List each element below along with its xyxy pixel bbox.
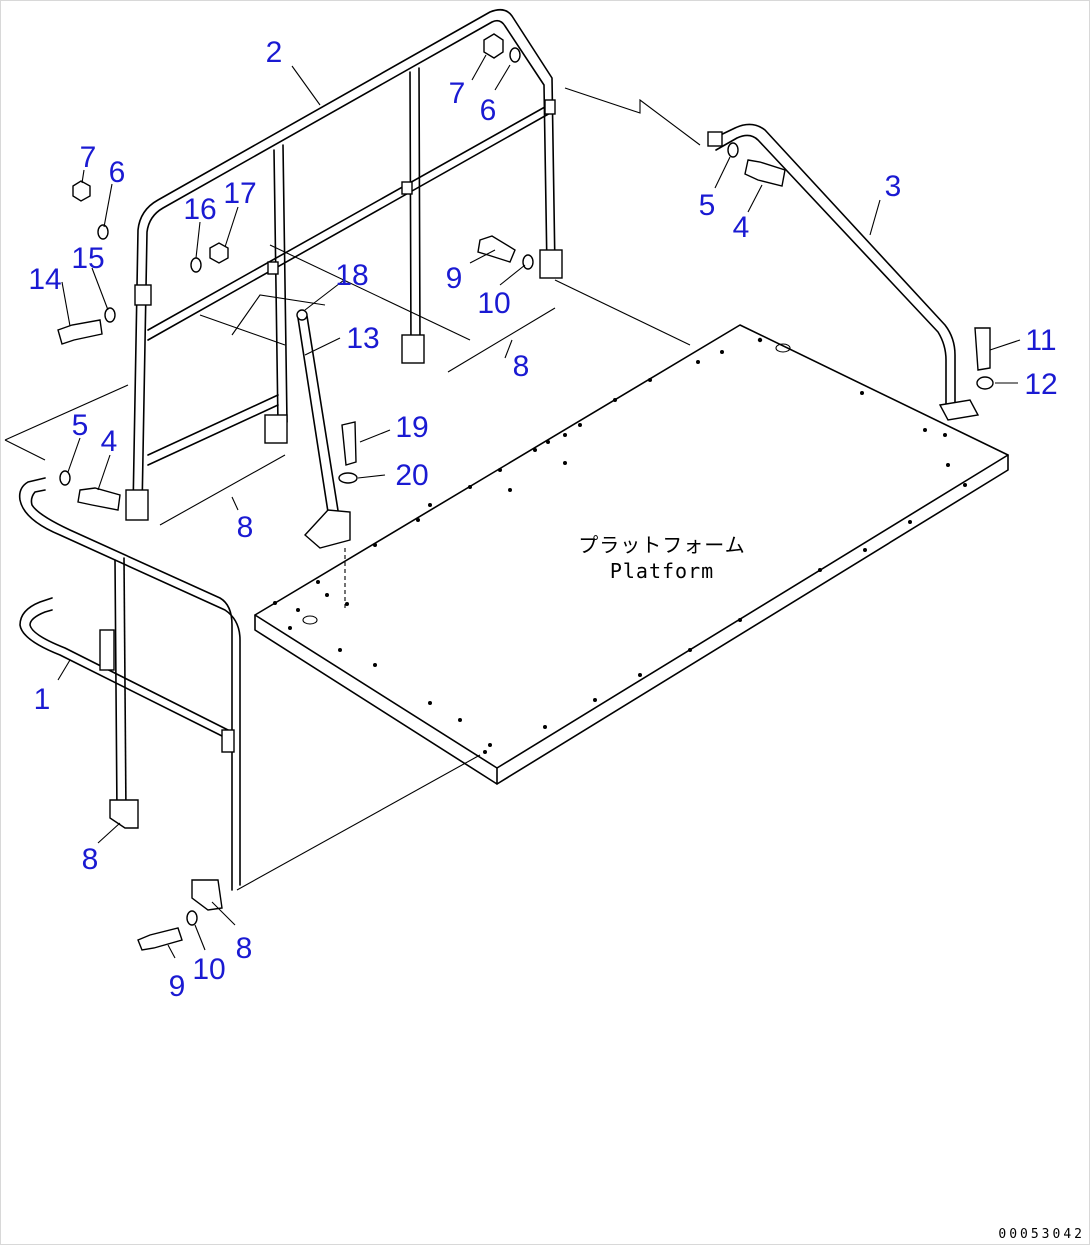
leader-lines xyxy=(57,54,1021,959)
callout-3: 3 xyxy=(885,170,902,203)
callouts: 2 7 6 7 6 16 17 14 15 18 13 9 10 8 5 4 3… xyxy=(28,36,1057,1003)
callout-11: 11 xyxy=(1025,324,1056,357)
callout-18: 18 xyxy=(335,259,368,292)
reference-lines xyxy=(4,87,701,891)
callout-2: 2 xyxy=(266,36,283,69)
callout-5: 5 xyxy=(72,409,89,442)
callout-12: 12 xyxy=(1024,368,1057,401)
callout-5: 5 xyxy=(699,189,716,222)
callout-7: 7 xyxy=(449,77,466,110)
platform-plate xyxy=(254,324,1009,785)
callout-8: 8 xyxy=(513,350,530,383)
callout-15: 15 xyxy=(71,242,104,275)
callout-10: 10 xyxy=(477,287,510,320)
callout-10: 10 xyxy=(192,953,225,986)
callout-8: 8 xyxy=(82,843,99,876)
callout-8: 8 xyxy=(236,932,253,965)
callout-8: 8 xyxy=(237,511,254,544)
callout-1: 1 xyxy=(34,683,51,716)
callout-4: 4 xyxy=(101,425,118,458)
handrail-front xyxy=(18,477,241,911)
handrail-rear xyxy=(125,8,563,521)
platform-label-en: Platform xyxy=(610,559,714,583)
callout-20: 20 xyxy=(395,459,428,492)
handrail-side xyxy=(707,123,980,421)
callout-7: 7 xyxy=(80,141,97,174)
callout-16: 16 xyxy=(183,193,216,226)
callout-19: 19 xyxy=(395,411,428,444)
callout-9: 9 xyxy=(169,970,186,1003)
stay-13 xyxy=(296,309,351,610)
platform-label-jp: プラットフォーム xyxy=(578,533,745,557)
callout-13: 13 xyxy=(346,322,379,355)
callout-17: 17 xyxy=(223,177,256,210)
drawing-number: 00053042 xyxy=(998,1227,1085,1242)
callout-6: 6 xyxy=(109,156,126,189)
callout-14: 14 xyxy=(28,263,61,296)
callout-4: 4 xyxy=(733,211,750,244)
callout-9: 9 xyxy=(446,262,463,295)
hardware xyxy=(57,33,994,951)
callout-6: 6 xyxy=(480,94,497,127)
